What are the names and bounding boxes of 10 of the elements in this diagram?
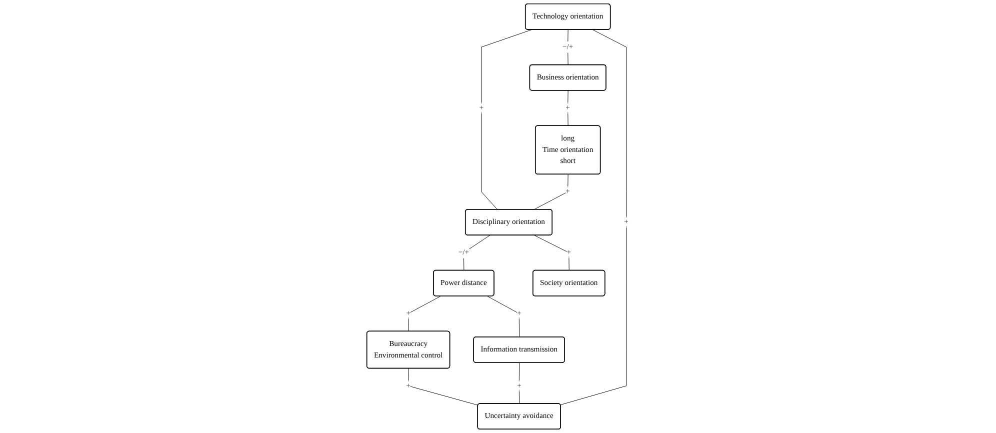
- connector: [464, 235, 491, 271]
- connector: [519, 362, 520, 404]
- connector: [408, 296, 442, 332]
- connector: [568, 30, 569, 66]
- connector: [534, 235, 570, 271]
- connector: [568, 90, 569, 126]
- connector: [408, 368, 479, 406]
- connector: [560, 30, 627, 406]
- connector: [534, 174, 569, 210]
- connector: [481, 30, 532, 210]
